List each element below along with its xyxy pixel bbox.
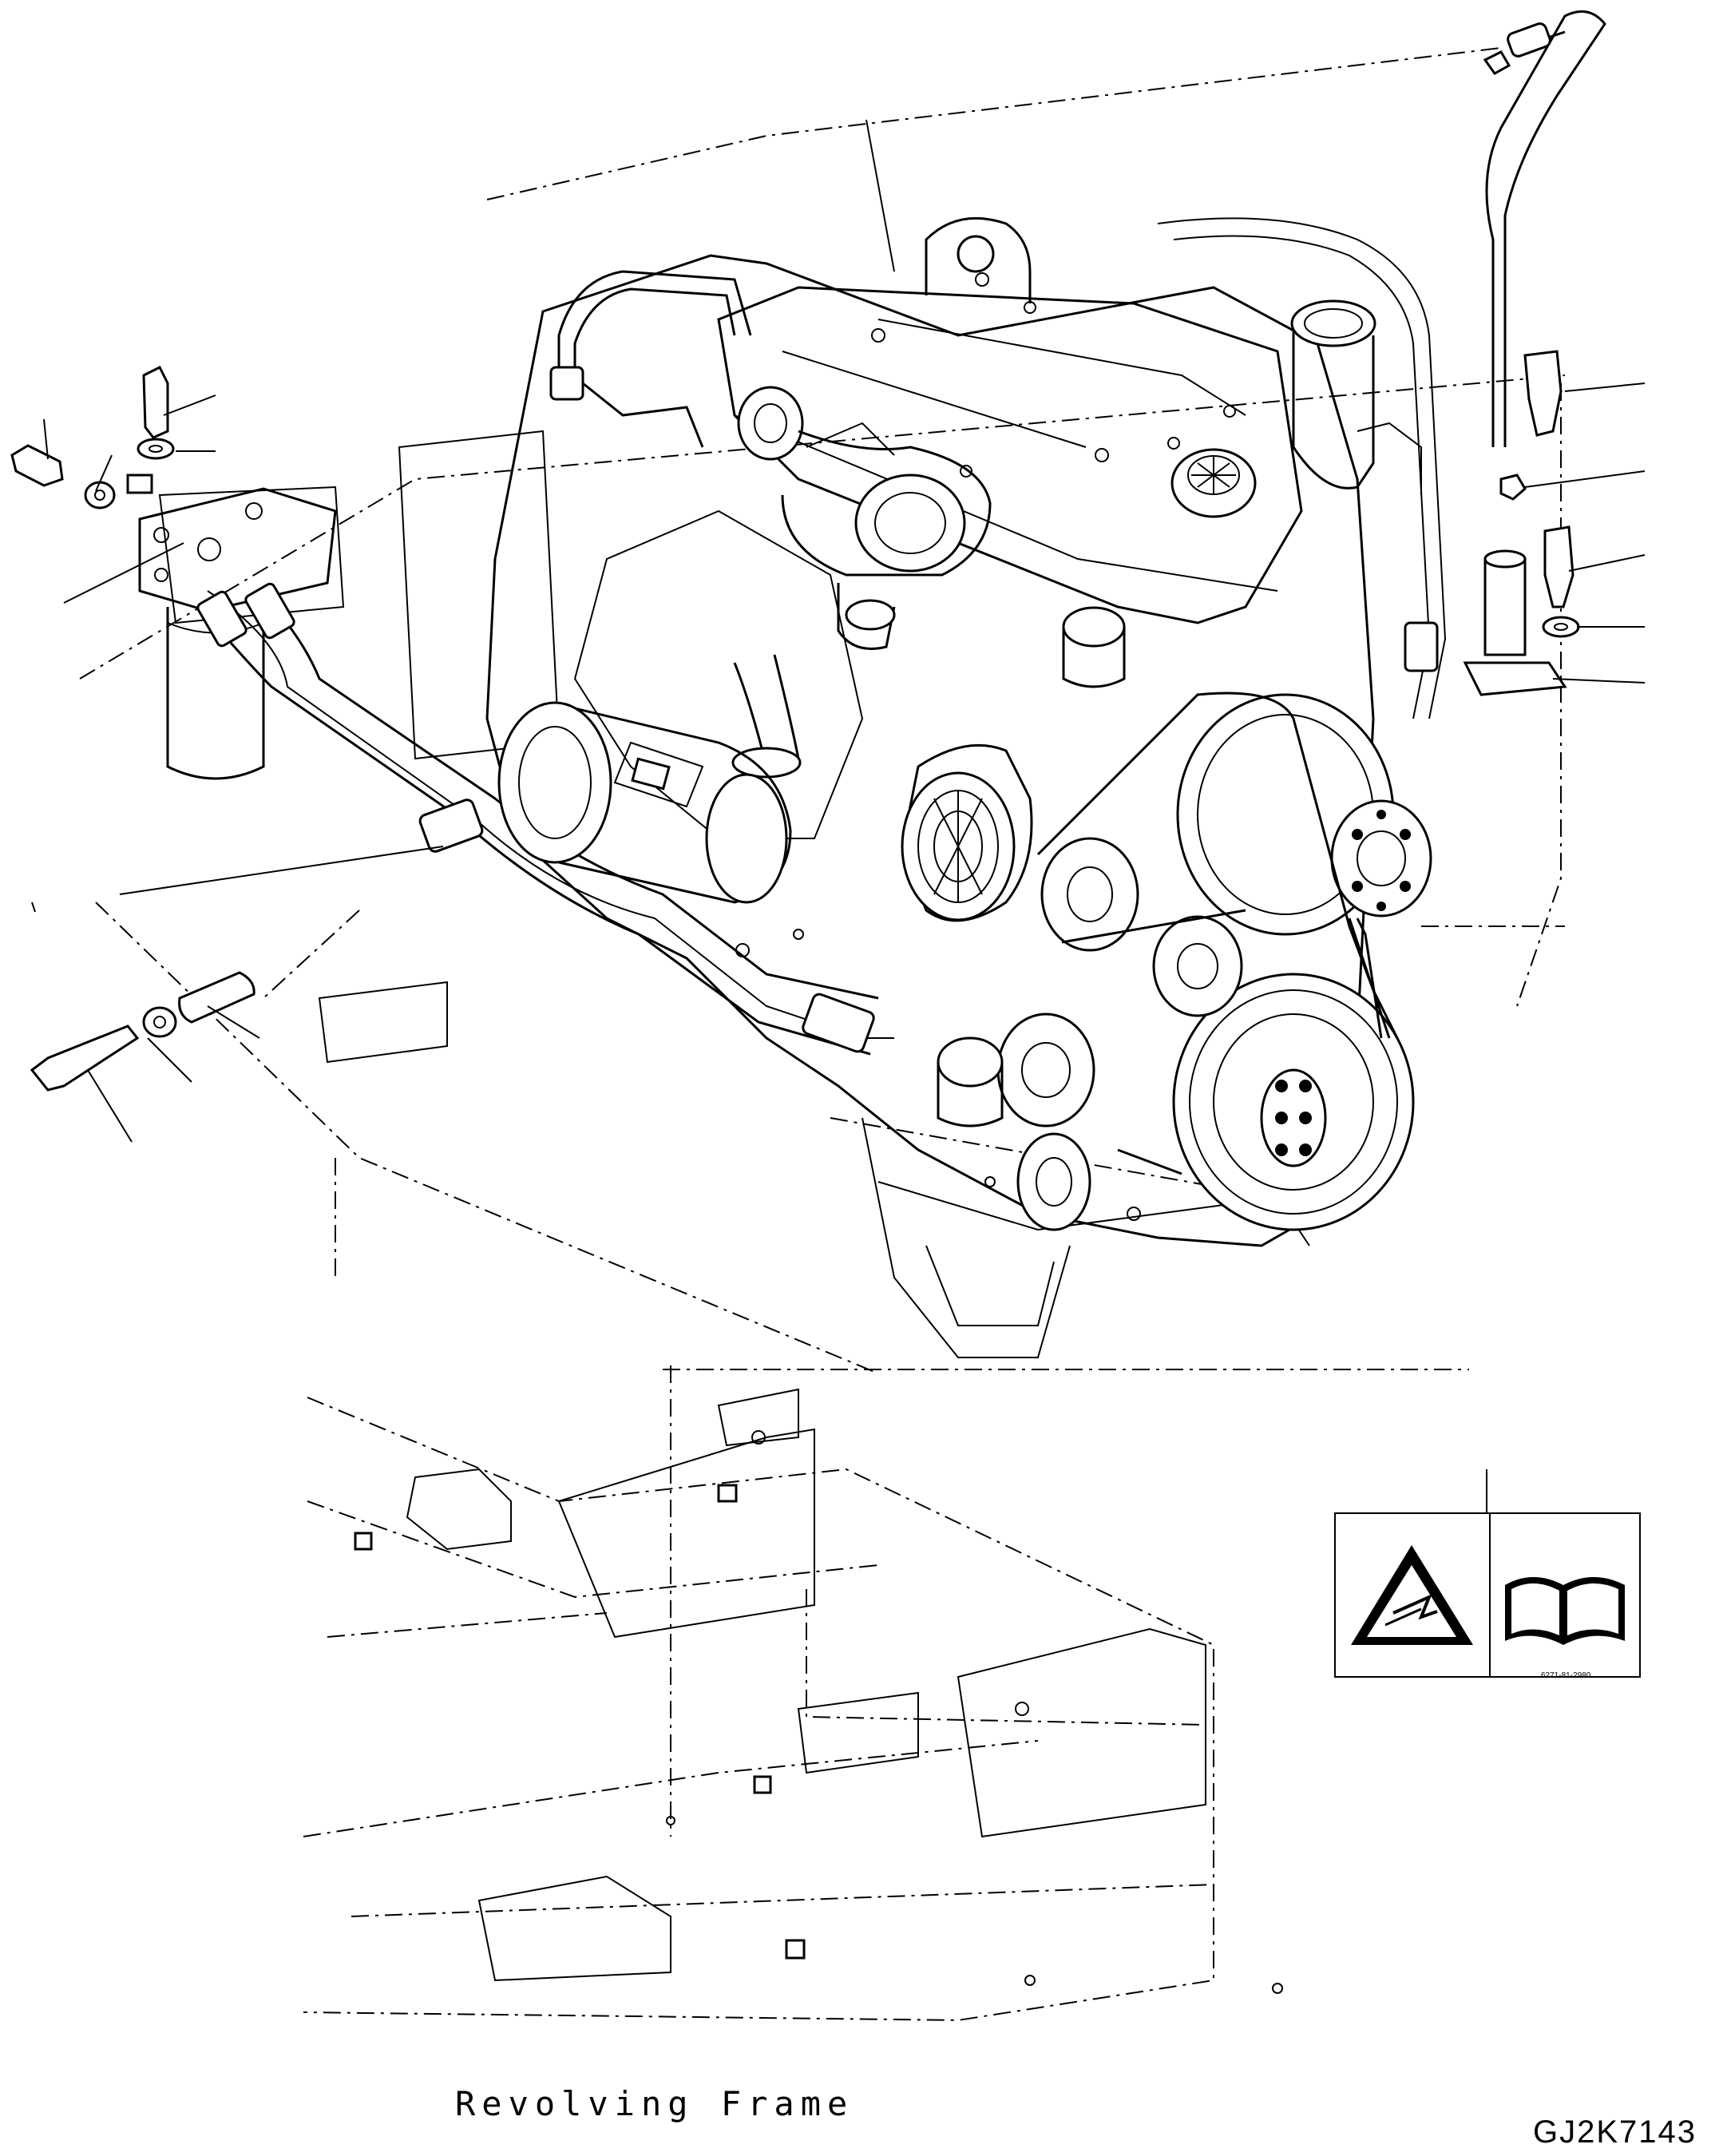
mounting-bolts-right xyxy=(1463,50,1580,696)
fuel-hose xyxy=(549,270,752,448)
revolving-frame-caption: Revolving Frame xyxy=(455,2084,854,2123)
crankshaft-pulley xyxy=(1172,973,1415,1231)
callout-leaders xyxy=(31,119,1646,1513)
figure-code: GJ2K7143 xyxy=(1533,2114,1697,2150)
mounting-bolts-left xyxy=(10,365,255,1092)
engine-block xyxy=(485,254,1375,1358)
revolving-frame xyxy=(303,1365,1469,2022)
idler-pulleys xyxy=(996,837,1243,1231)
drive-belts xyxy=(1036,692,1399,1175)
alternator xyxy=(901,743,1033,922)
lifting-eye xyxy=(925,216,1032,303)
starter-motor xyxy=(497,701,792,904)
oil-filler-cap xyxy=(1170,448,1257,518)
manual-book-icon xyxy=(1505,1577,1625,1645)
air-inlet-pipe xyxy=(1290,299,1422,495)
warning-decal xyxy=(1334,1512,1641,1678)
breather-hose xyxy=(1157,10,1606,719)
fan-pulley xyxy=(1176,693,1432,936)
decal-part-number: 6271-81-2980 xyxy=(1541,1671,1591,1680)
turbocharger xyxy=(731,386,992,779)
warning-triangle-icon xyxy=(1351,1545,1473,1645)
water-outlet xyxy=(937,606,1126,1128)
